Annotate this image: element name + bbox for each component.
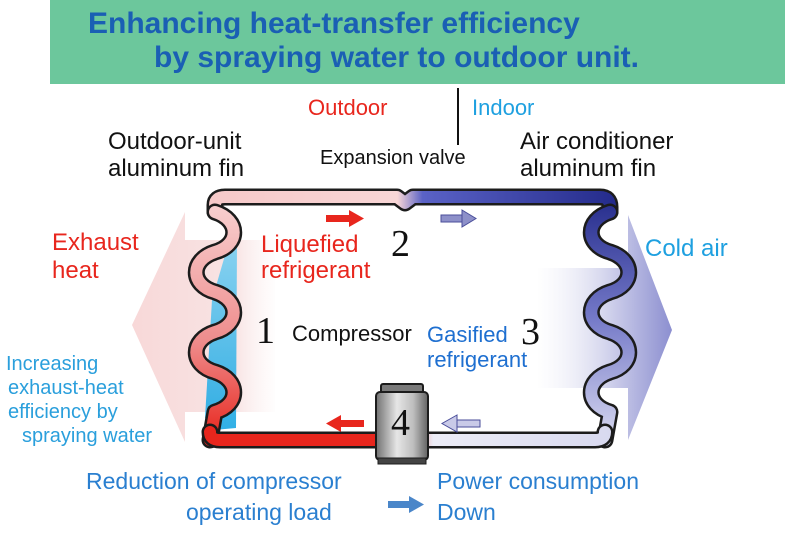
- outdoor-label: Outdoor: [308, 95, 388, 120]
- spraying-water-label: Increasing exhaust-heat efficiency by sp…: [6, 353, 153, 447]
- power-consumption-label: Power consumption Down: [437, 468, 639, 525]
- indoor-label: Indoor: [472, 95, 535, 120]
- indoor-coil: [585, 206, 635, 446]
- flow-arrow-top-right: [440, 209, 477, 228]
- title-line-1: Enhancing heat-transfer efficiency: [88, 7, 580, 40]
- exhaust-heat-arrow: [132, 212, 275, 442]
- load-to-power-arrow: [388, 496, 424, 513]
- stage-number-1: 1: [256, 310, 275, 352]
- outdoor-fin-label: Outdoor-unit aluminum fin: [108, 128, 245, 182]
- exhaust-heat-label: Exhaust heat: [52, 229, 139, 284]
- flow-arrow-bottom-left: [326, 415, 364, 432]
- outdoor-coil: [190, 206, 240, 446]
- compressor-label: Compressor: [292, 321, 412, 346]
- expansion-valve-label: Expansion valve: [320, 147, 466, 169]
- reduction-load-label: Reduction of compressor operating load: [86, 468, 342, 525]
- cold-air-label: Cold air: [645, 235, 728, 262]
- gasified-refrigerant-label: Gasified refrigerant: [427, 322, 528, 372]
- title-banner: Enhancing heat-transfer efficiency by sp…: [50, 0, 785, 84]
- ac-fin-label: Air conditioner aluminum fin: [520, 128, 674, 182]
- stage-number-4: 4: [391, 402, 410, 444]
- title-line-2: by spraying water to outdoor unit.: [154, 41, 640, 74]
- flow-arrow-bottom-right: [440, 414, 481, 433]
- top-pipe: [209, 191, 616, 218]
- flow-arrow-top-left: [326, 210, 364, 227]
- stage-number-2: 2: [391, 223, 410, 265]
- stage-number-3: 3: [521, 311, 540, 353]
- liquefied-refrigerant-label: Liquefied refrigerant: [261, 231, 371, 284]
- compressor-unit: [375, 383, 429, 465]
